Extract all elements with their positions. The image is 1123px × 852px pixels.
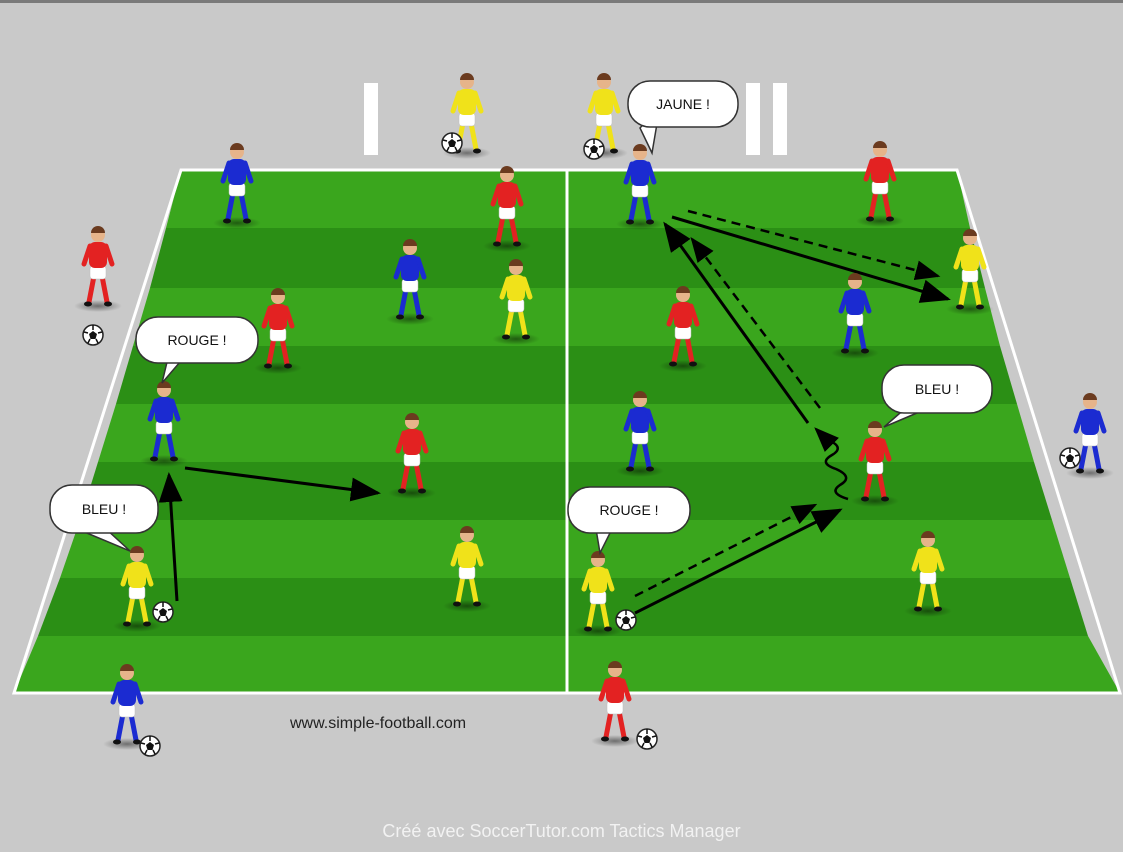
blue-player [103, 664, 151, 750]
blue-player [616, 391, 664, 477]
website-url: www.simple-football.com [290, 715, 467, 732]
pass-arrow [184, 466, 381, 502]
cone-gate-1 [364, 83, 378, 155]
callout-rouge-left: ROUGE ! [135, 316, 259, 384]
callout-rouge-right: ROUGE ! [567, 486, 691, 556]
callout-jaune-text: JAUNE ! [656, 96, 710, 112]
callout-bleu-left: BLEU ! [49, 484, 159, 552]
red-player [851, 421, 899, 507]
red-player [659, 286, 707, 372]
run-arrow [687, 209, 941, 281]
red-player [74, 226, 122, 312]
yellow-player [492, 259, 540, 345]
run-arrow [690, 237, 821, 409]
callout-bleu-right-text: BLEU ! [915, 381, 959, 397]
callout-rouge-left-text: ROUGE ! [167, 332, 226, 348]
pitch-diagram: JAUNE ! ROUGE ! BLEU ! BLEU ! ROUGE ! [11, 73, 1123, 757]
yellow-player [904, 531, 952, 617]
footer-credit: Créé avec SoccerTutor.com Tactics Manage… [382, 821, 741, 841]
callout-rouge-right-text: ROUGE ! [599, 502, 658, 518]
yellow-player [443, 73, 491, 159]
blue-player [1066, 393, 1114, 479]
yellow-player [113, 546, 161, 632]
soccer-ball-icon [636, 728, 658, 750]
callout-bleu-right: BLEU ! [881, 364, 993, 428]
blue-player [140, 381, 188, 467]
soccer-ball-icon [583, 138, 605, 160]
yellow-player [946, 229, 994, 315]
yellow-player [574, 551, 622, 637]
soccer-ball-icon [1059, 447, 1081, 469]
blue-player [831, 273, 879, 359]
red-player [254, 288, 302, 374]
red-player [483, 166, 531, 252]
callout-jaune: JAUNE ! [627, 80, 739, 156]
blue-player [386, 239, 434, 325]
players [74, 73, 1114, 750]
balls [82, 132, 1081, 757]
blue-player [616, 144, 664, 230]
red-player [856, 141, 904, 227]
soccer-ball-icon [139, 735, 161, 757]
pass-arrow [158, 472, 183, 602]
pass-arrows [158, 215, 951, 615]
dribble-path [814, 427, 849, 501]
callout-bleu-left-text: BLEU ! [82, 501, 126, 517]
blue-player [213, 143, 261, 229]
run-arrow [634, 503, 818, 598]
cone-gate-2 [746, 83, 787, 155]
yellow-player [443, 526, 491, 612]
pass-arrow [634, 508, 843, 615]
soccer-ball-icon [615, 609, 637, 631]
red-player [591, 661, 639, 747]
soccer-ball-icon [82, 324, 104, 346]
soccer-ball-icon [441, 132, 463, 154]
soccer-ball-icon [152, 601, 174, 623]
pass-arrow [671, 215, 951, 303]
pass-arrow [663, 221, 810, 424]
run-arrows [634, 209, 941, 598]
red-player [388, 413, 436, 499]
